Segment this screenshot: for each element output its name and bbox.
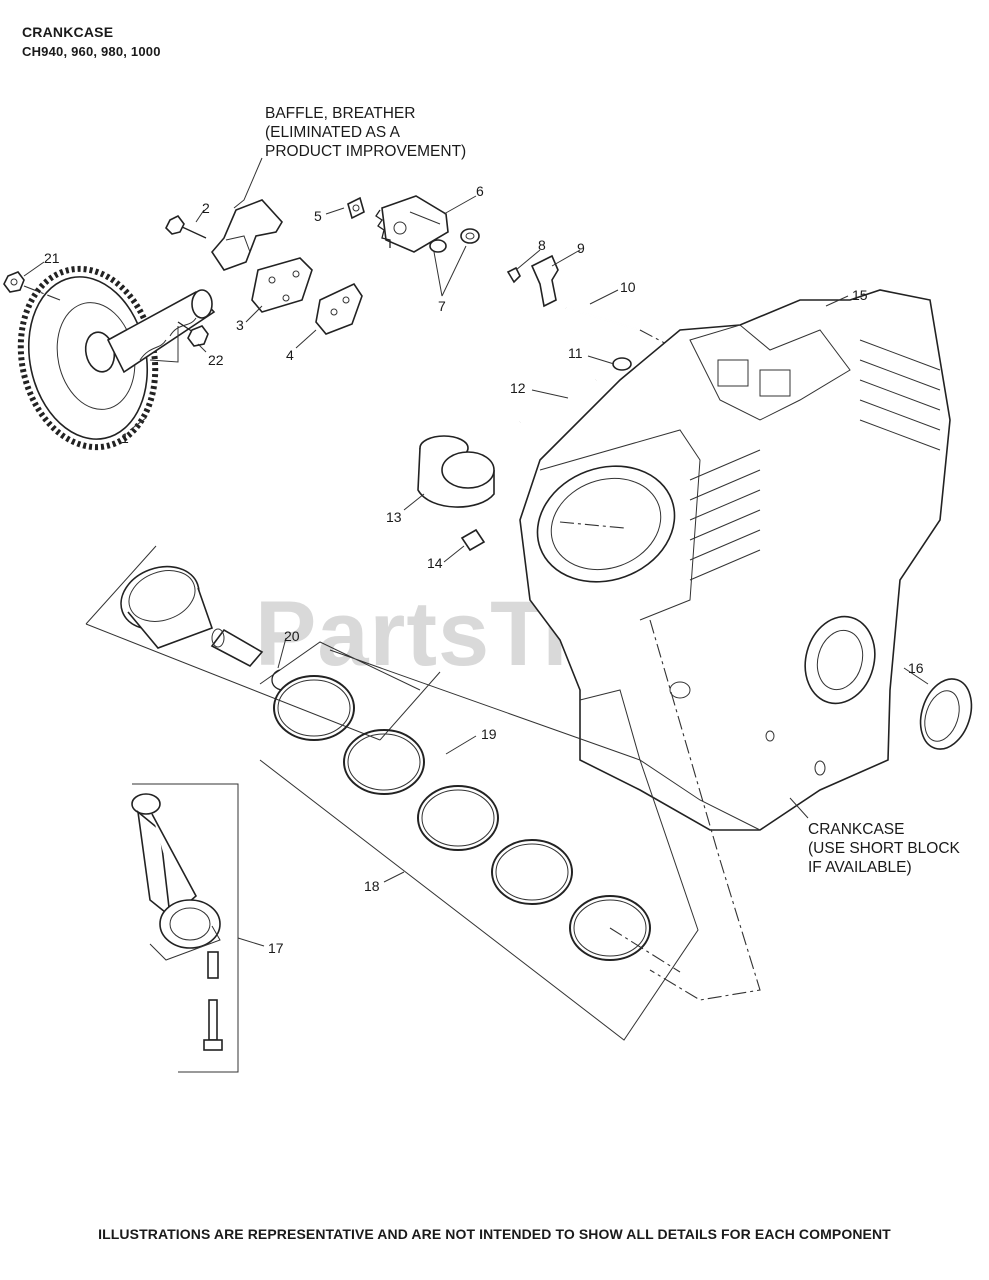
crankcase-block-part <box>519 289 951 1001</box>
pin-12-part <box>519 378 597 424</box>
page-title: CRANKCASE <box>22 24 114 40</box>
callout-9: 9 <box>577 240 585 256</box>
disclaimer-footer: ILLUSTRATIONS ARE REPRESENTATIVE AND ARE… <box>98 1226 891 1242</box>
bracket-5-part <box>347 196 365 220</box>
callout-12: 12 <box>510 380 526 396</box>
callout-1: 1 <box>121 430 129 446</box>
callout-15: 15 <box>852 287 868 303</box>
callout-3: 3 <box>236 317 244 333</box>
bushing-11-part <box>612 357 632 371</box>
callout-11: 11 <box>568 345 583 361</box>
oil-seal-16-part <box>919 678 973 750</box>
bolt-22-part <box>149 321 209 363</box>
piston-rings-19-part <box>273 675 681 973</box>
callout-18: 18 <box>364 878 380 894</box>
breather-baffle-part <box>165 199 283 271</box>
connecting-rod-part <box>131 793 221 961</box>
callout-13: 13 <box>386 509 402 525</box>
oil-pump-6-part <box>375 195 449 253</box>
rod-bolt-part <box>203 999 223 1051</box>
camshaft-gear-part <box>17 265 216 451</box>
exploded-parts-diagram <box>3 157 973 1073</box>
bracket-9-part <box>530 254 559 308</box>
retainer-20-part <box>271 669 283 691</box>
callout-17: 17 <box>268 940 284 956</box>
callout-8: 8 <box>538 237 546 253</box>
wrist-pin-part <box>210 628 264 668</box>
callout-16: 16 <box>908 660 924 676</box>
rod-10-part <box>565 307 675 349</box>
callout-19: 19 <box>481 726 497 742</box>
callout-10: 10 <box>620 279 636 295</box>
plate-3-part <box>251 257 313 313</box>
leader-lines <box>23 157 929 947</box>
bearing-13-part <box>417 435 495 508</box>
callout-14: 14 <box>427 555 443 571</box>
nut-21-part <box>3 271 61 301</box>
callout-6: 6 <box>476 183 484 199</box>
model-list: CH940, 960, 980, 1000 <box>22 44 161 59</box>
callout-4: 4 <box>286 347 294 363</box>
dowel-pin-part <box>207 951 219 979</box>
callout-2: 2 <box>202 200 210 216</box>
plate-4-part <box>315 282 363 335</box>
connecting-rod-kit-frame <box>132 783 239 1073</box>
seal-7-part <box>429 228 480 253</box>
callout-7: 7 <box>438 298 446 314</box>
callout-22: 22 <box>208 352 224 368</box>
screw-8-part <box>506 266 521 284</box>
callout-5: 5 <box>314 208 322 224</box>
callout-21: 21 <box>44 250 60 266</box>
plug-14-part <box>460 528 486 552</box>
piston-part <box>120 565 214 649</box>
crankcase-note: CRANKCASE (USE SHORT BLOCK IF AVAILABLE) <box>808 821 960 876</box>
baffle-breather-note: BAFFLE, BREATHER (ELIMINATED AS A PRODUC… <box>265 105 467 160</box>
callout-20: 20 <box>284 628 300 644</box>
